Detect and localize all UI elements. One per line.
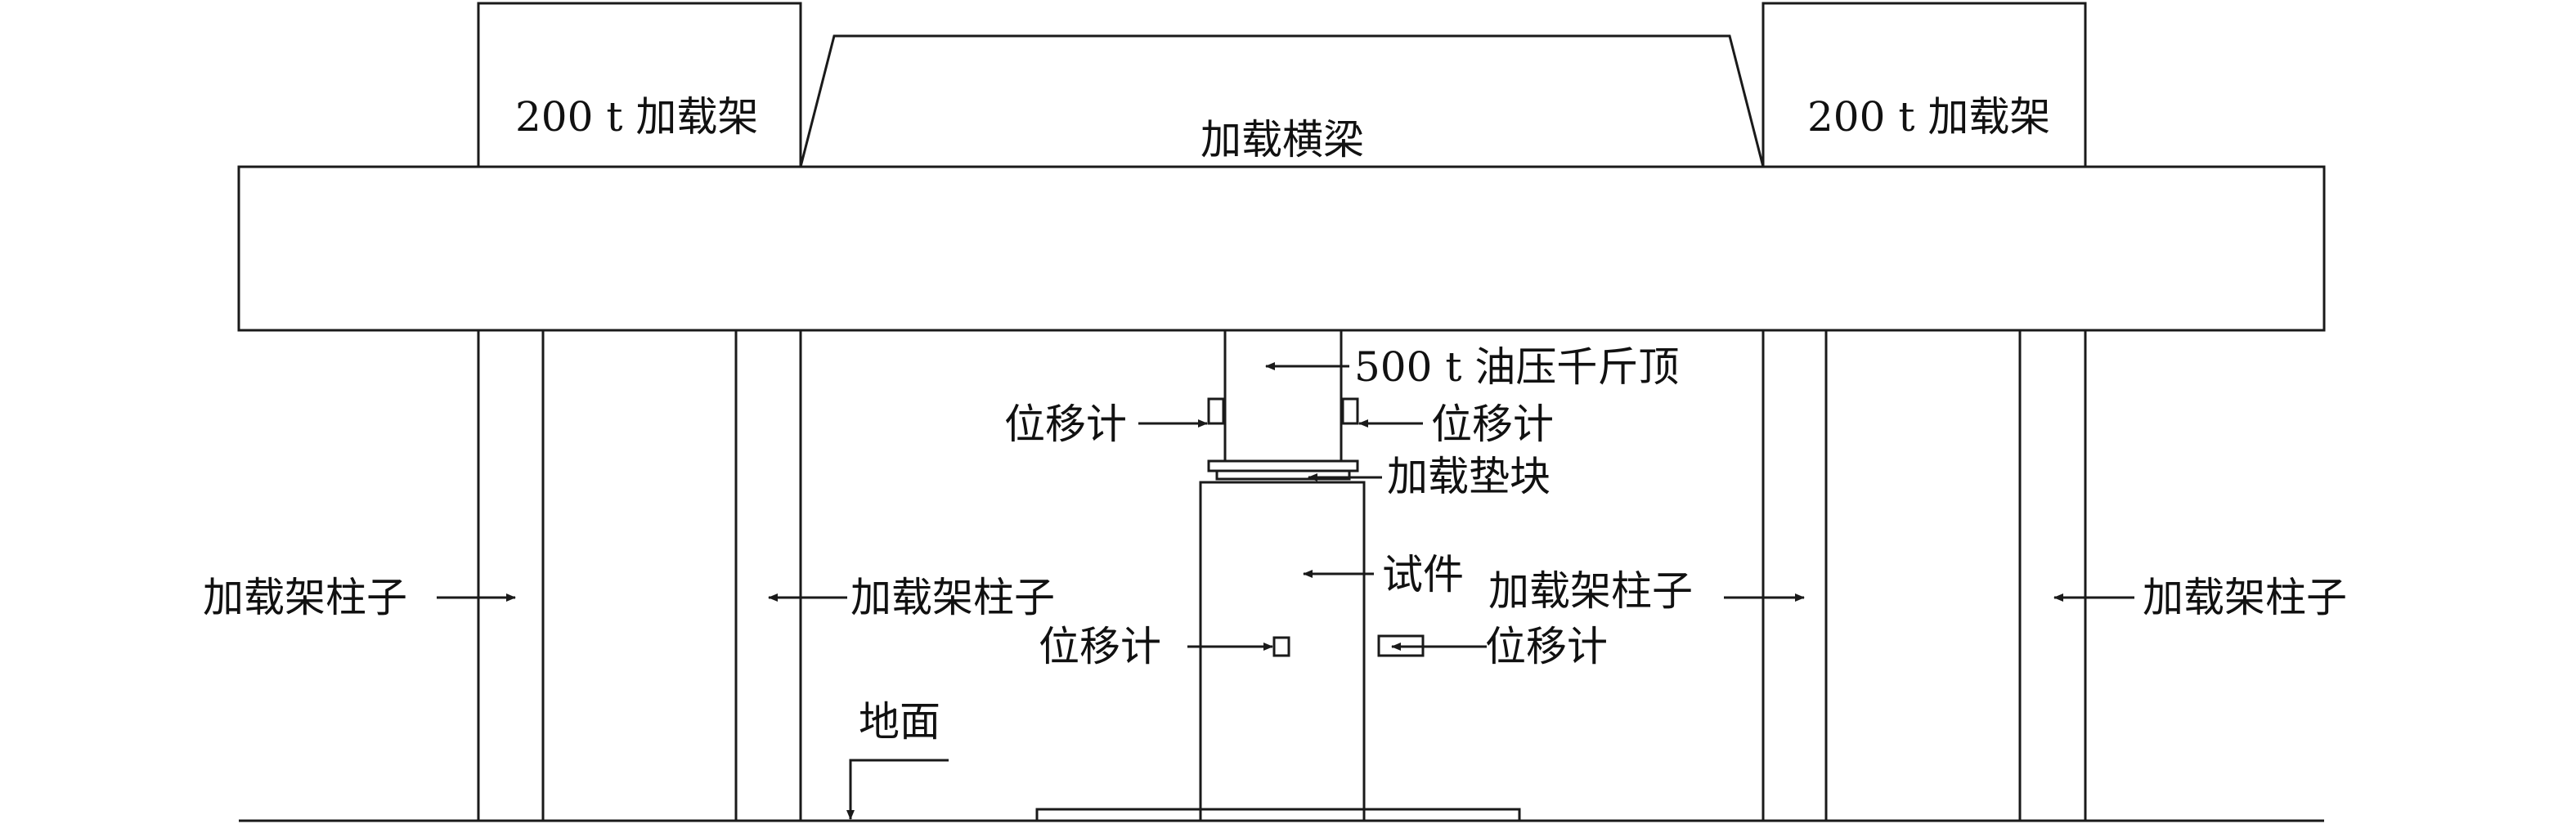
label-disp-lower-left: 位移计 (1039, 623, 1161, 670)
loading-beam (237, 165, 2326, 332)
base-plate (1035, 808, 1521, 822)
label-disp-lower-right: 位移计 (1485, 623, 1608, 670)
column-left-outer (477, 330, 545, 821)
load-frame-right (1761, 2, 2087, 168)
disp-gauge-upper-right (1341, 397, 1359, 425)
label-load-frame-left: 200 t 加载架 (515, 93, 758, 141)
label-disp-upper-right: 位移计 (1431, 401, 1554, 448)
label-disp-upper-left: 位移计 (1004, 401, 1127, 448)
column-left-inner (734, 330, 802, 821)
column-right-inner (1761, 330, 1828, 821)
column-right-outer (2018, 330, 2087, 821)
label-column-2: 加载架柱子 (850, 574, 1055, 621)
label-column-4: 加载架柱子 (2143, 574, 2347, 621)
label-load-frame-right: 200 t 加载架 (1807, 93, 2050, 141)
load-pad-lower (1215, 469, 1351, 481)
label-column-1: 加载架柱子 (203, 574, 407, 621)
label-load-pad: 加载垫块 (1387, 453, 1551, 500)
hydraulic-jack (1223, 329, 1343, 463)
label-ground: 地面 (859, 698, 940, 746)
load-pad (1207, 459, 1359, 472)
load-frame-left (477, 2, 802, 168)
label-jack: 500 t 油压千斤顶 (1354, 343, 1679, 391)
ground-leader (846, 759, 949, 820)
label-loading-beam: 加载横梁 (1200, 116, 1364, 163)
label-specimen: 试件 (1382, 551, 1464, 598)
loading-beam-top (799, 34, 1765, 168)
disp-gauge-lower-left (1272, 636, 1290, 657)
disp-gauge-upper-left (1207, 397, 1225, 425)
label-column-3: 加载架柱子 (1488, 567, 1693, 615)
